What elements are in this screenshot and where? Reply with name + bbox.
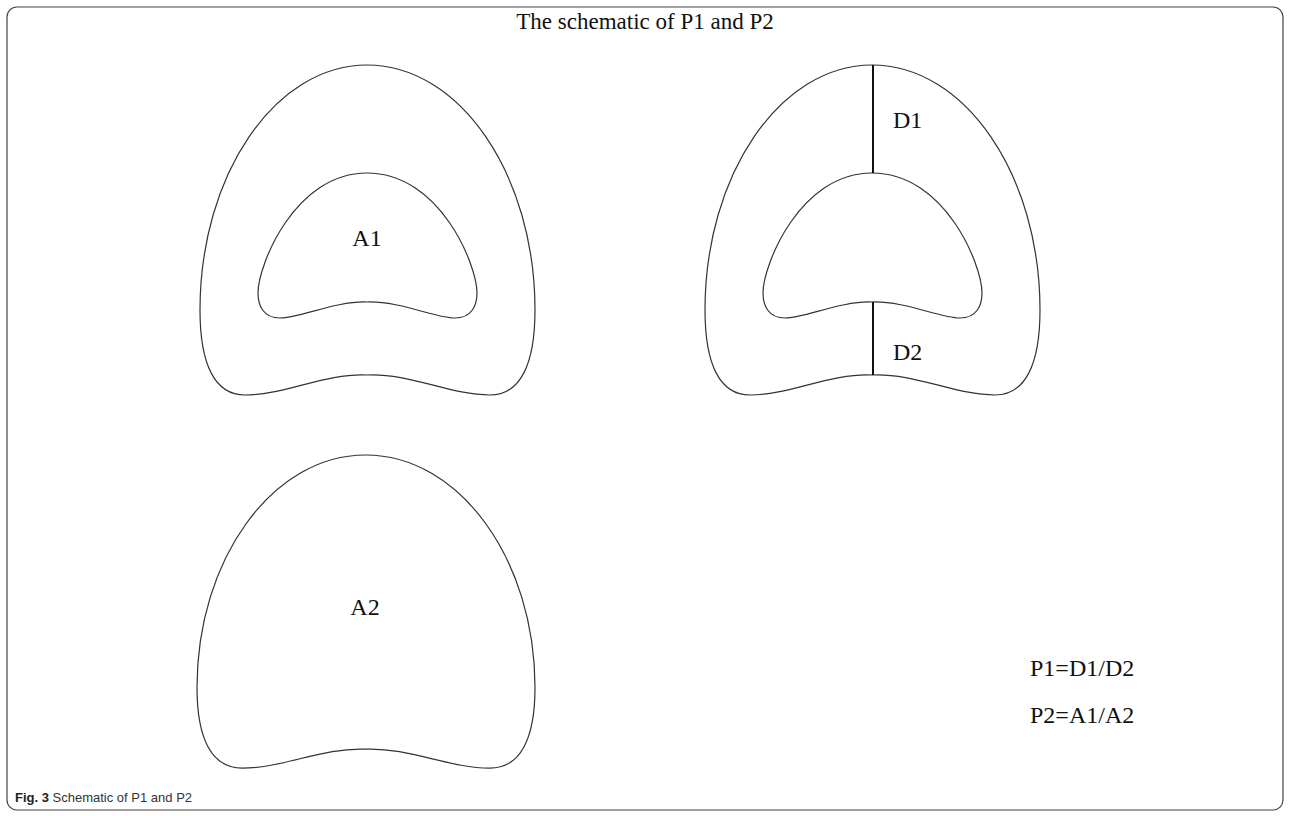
distance-label: D2 <box>893 339 922 366</box>
area-label: A2 <box>350 594 379 621</box>
cross-section-a2 <box>197 455 535 768</box>
figure-caption: Fig. 3 Schematic of P1 and P2 <box>15 790 192 805</box>
formula-label: P1=D1/D2 <box>1030 655 1134 682</box>
formula-label: P2=A1/A2 <box>1030 702 1134 729</box>
figure-title: The schematic of P1 and P2 <box>516 9 773 35</box>
cross-section-a1 <box>200 65 535 395</box>
figure-frame <box>7 7 1283 810</box>
area-label: A1 <box>352 225 381 252</box>
cross-section-d <box>705 65 1040 395</box>
distance-label: D1 <box>893 107 922 134</box>
